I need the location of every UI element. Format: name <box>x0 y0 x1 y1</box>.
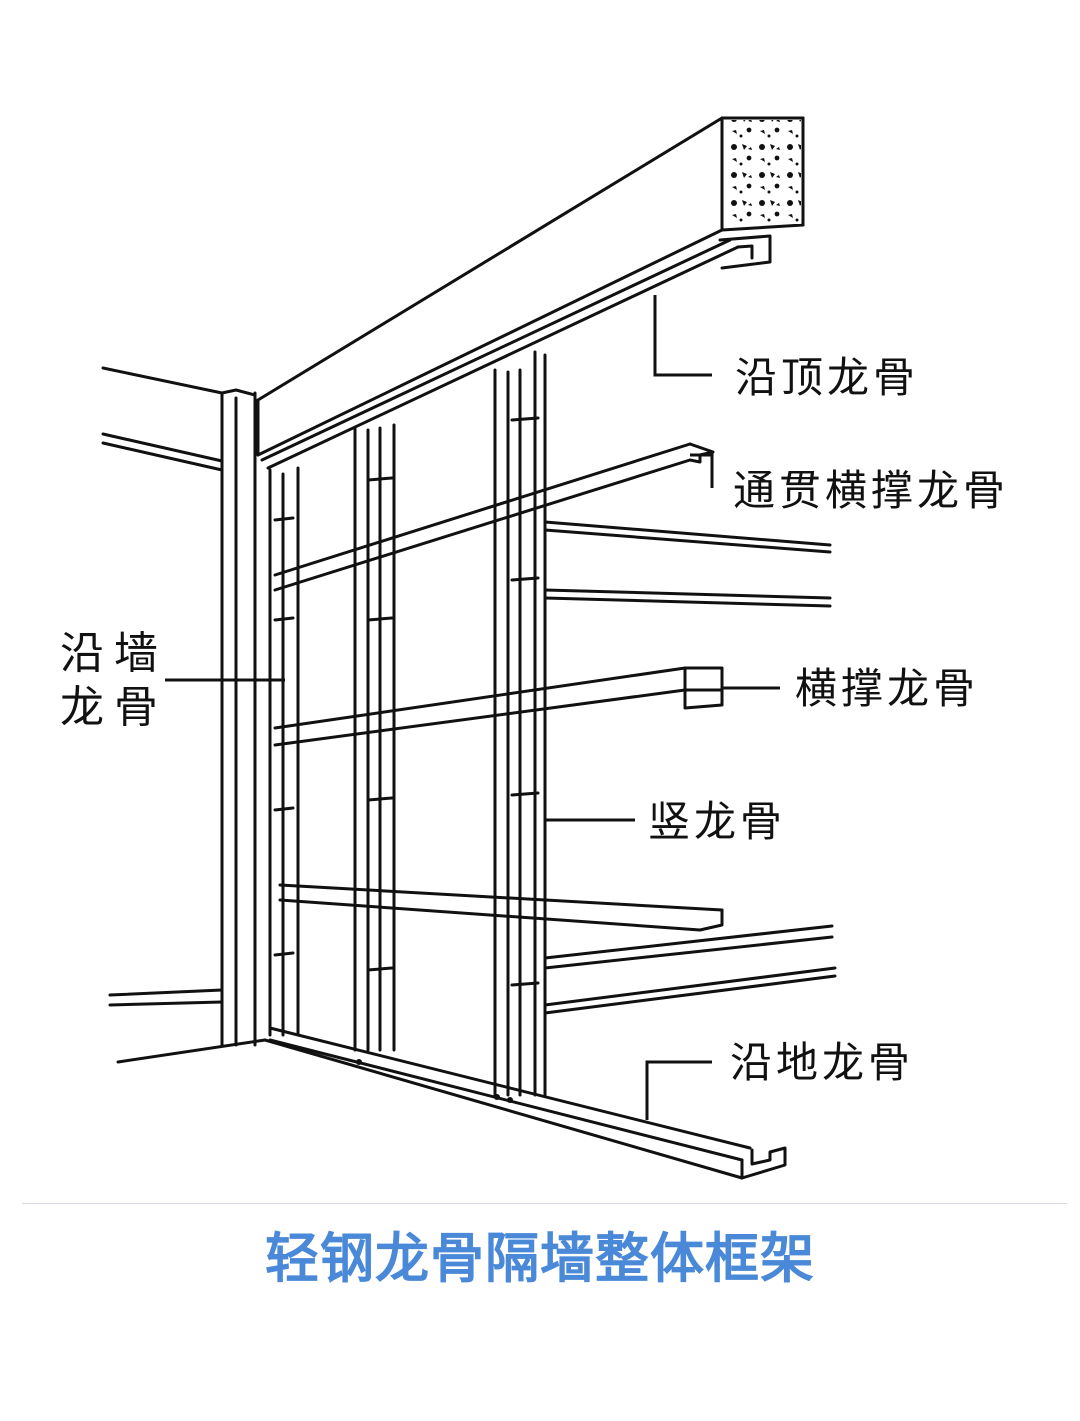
label-wall-track-line1: 沿墙 <box>60 628 168 679</box>
lower-brace <box>278 883 724 932</box>
label-vertical-stud: 竖龙骨 <box>648 797 787 846</box>
concrete-section <box>729 120 801 224</box>
wall-track <box>268 466 300 1037</box>
leader-lines <box>165 295 780 1120</box>
stud-2 <box>493 350 547 1097</box>
ceiling-beam <box>256 116 805 457</box>
label-top-track: 沿顶龙骨 <box>735 353 920 402</box>
leader-floor-track <box>645 1060 712 1120</box>
label-cross-brace: 横撑龙骨 <box>795 664 980 713</box>
fastener-dots <box>356 1059 513 1103</box>
top-track <box>260 234 772 470</box>
room-outline <box>101 366 744 1180</box>
label-through-channel: 通贯横撑龙骨 <box>733 466 1010 515</box>
caption-title: 轻钢龙骨隔墙整体框架 <box>265 1227 815 1290</box>
label-wall-track-line2: 龙骨 <box>60 682 168 733</box>
floor-track <box>268 1026 787 1180</box>
leader-top-track <box>653 295 712 377</box>
stud-1 <box>353 423 396 1052</box>
leader-through-channel <box>690 453 714 488</box>
divider <box>22 1203 1067 1204</box>
right-extensions <box>543 520 837 1015</box>
label-floor-track: 沿地龙骨 <box>730 1038 915 1087</box>
label-wall-track: 沿墙 龙骨 <box>60 627 168 735</box>
corner-column <box>220 388 257 1047</box>
cross-brace <box>273 666 724 747</box>
